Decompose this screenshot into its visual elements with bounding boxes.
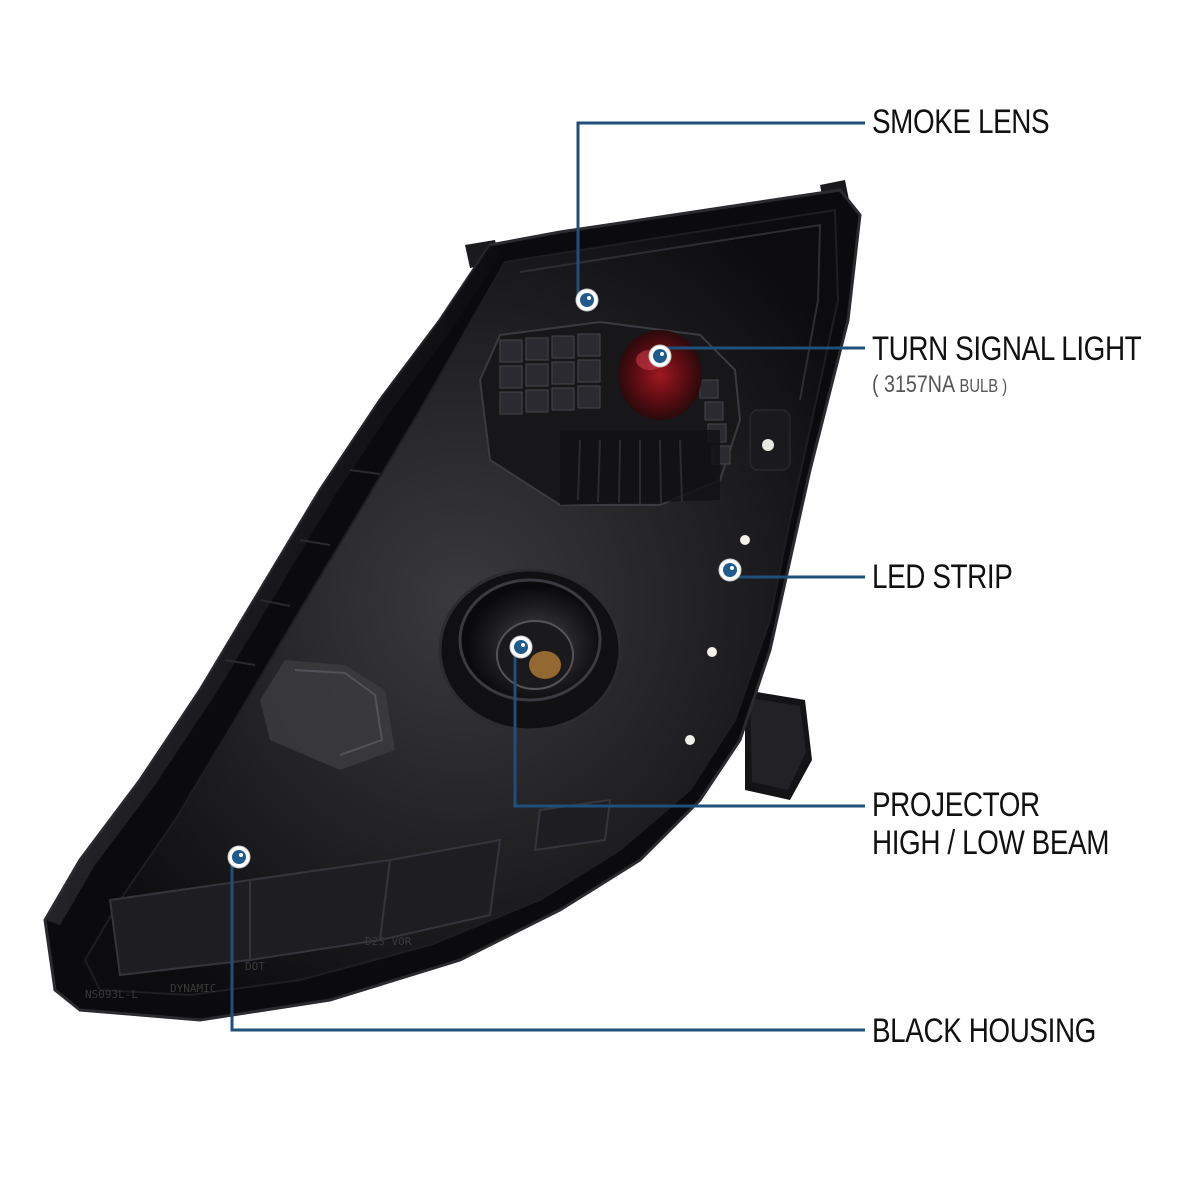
projector-dot <box>509 635 533 659</box>
smoke-lens-dot <box>575 288 599 312</box>
black-housing-label: BLACK HOUSING <box>872 1012 1096 1050</box>
projector-label-line2: HIGH / LOW BEAM <box>872 824 1110 862</box>
smoke-lens-label: SMOKE LENS <box>872 103 1050 141</box>
black-housing-dot <box>227 845 251 869</box>
lens-brand: DYNAMIC <box>170 982 216 995</box>
turn-signal-assembly <box>478 320 742 506</box>
turn-signal-bulb-prefix: ( 3157NA <box>872 371 955 398</box>
headlight-housing: NS093L-L DYNAMIC DOT D2S VOR <box>43 180 862 1022</box>
lens-beam-mark: D2S VOR <box>365 935 412 948</box>
callout-dots <box>227 288 742 869</box>
turn-signal-label: TURN SIGNAL LIGHT <box>872 330 1142 368</box>
housing-ribs <box>224 469 381 666</box>
lower-reflectors <box>108 798 612 977</box>
led-strip <box>685 535 750 745</box>
led-strip-dot <box>718 558 742 582</box>
lens-part-number: NS093L-L <box>85 988 138 1001</box>
projector-label-line1: PROJECTOR <box>872 786 1040 824</box>
lens-dot-mark: DOT <box>245 960 265 973</box>
turn-signal-bulb-suffix: BULB ) <box>959 376 1008 396</box>
turn-signal-dot <box>648 344 672 368</box>
turn-signal-bulb-note: ( 3157NA BULB ) <box>872 372 1007 399</box>
side-marker <box>749 409 791 471</box>
led-strip-label: LED STRIP <box>872 558 1013 596</box>
